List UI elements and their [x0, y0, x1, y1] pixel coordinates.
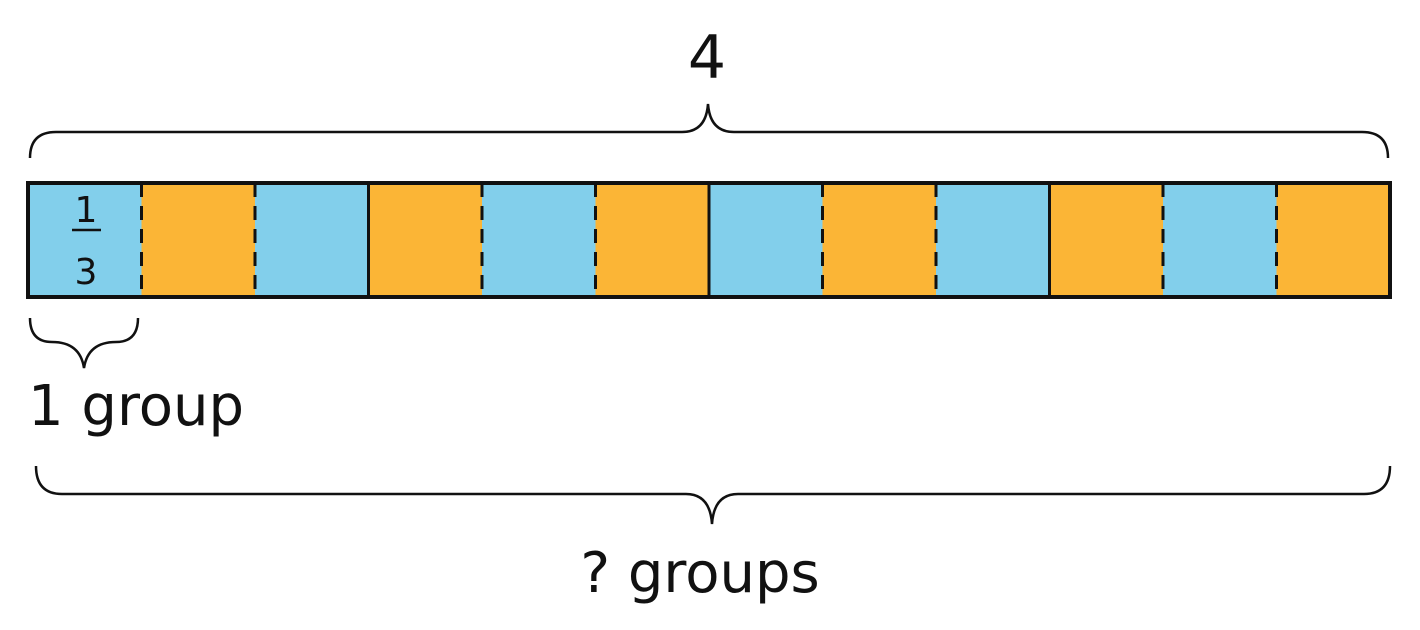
tape-segment-7 [709, 183, 823, 297]
tape-segment-8 [822, 183, 936, 297]
tape-outline [26, 181, 1392, 299]
groups-label: ? groups [580, 541, 819, 606]
tape-segment-6 [595, 183, 709, 297]
tape-segment-12 [1276, 183, 1390, 297]
tape-segment-10 [1049, 183, 1163, 297]
tape-segment-9 [936, 183, 1050, 297]
tape-segment-5 [482, 183, 596, 297]
top-brace [28, 103, 1390, 159]
tape-segment-4 [368, 183, 482, 297]
tape-segment-3 [255, 183, 369, 297]
total-label: 4 [688, 23, 726, 93]
tape-segment-1 [28, 183, 142, 297]
tape-segment-11 [1163, 183, 1277, 297]
tape-segment-2 [141, 183, 255, 297]
one-group-brace [28, 317, 140, 369]
one-group-label: 1 group [28, 374, 244, 439]
bottom-brace [34, 465, 1392, 525]
fraction-numerator: 1 [75, 190, 98, 231]
fraction-denominator: 3 [75, 252, 98, 293]
tape-segments [26, 181, 1392, 299]
